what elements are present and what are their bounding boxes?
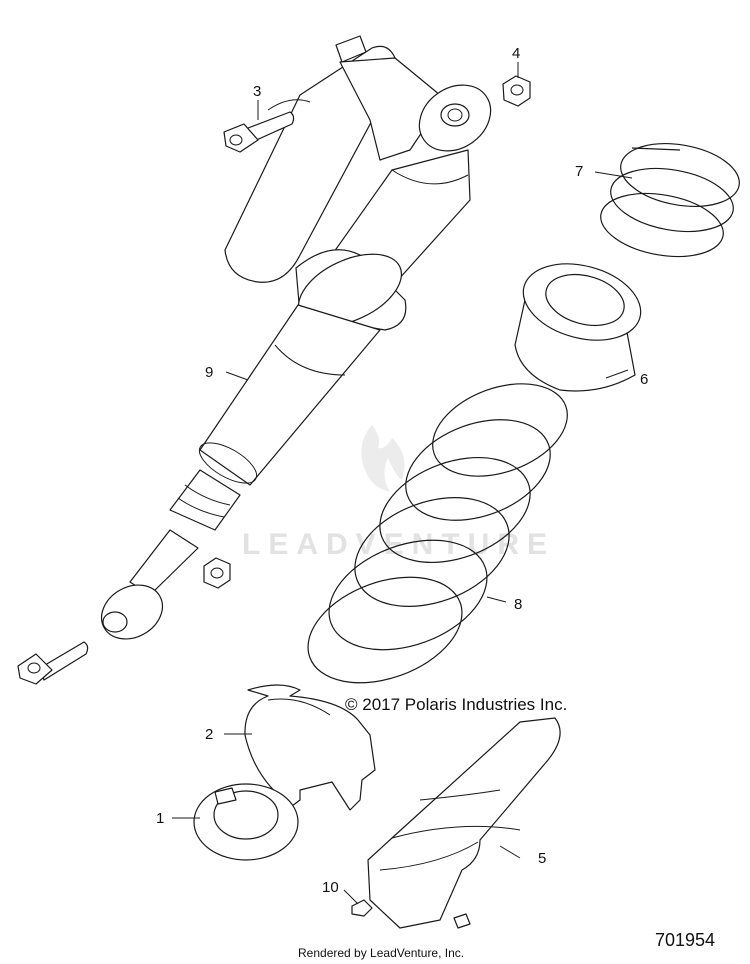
- bolt-top[interactable]: [223, 111, 295, 153]
- copyright-text: © 2017 Polaris Industries Inc.: [345, 695, 567, 714]
- tender-spring[interactable]: [596, 135, 745, 265]
- spring-perch[interactable]: [193, 783, 299, 861]
- callout-2: 2: [205, 726, 213, 743]
- nut-lower[interactable]: [203, 557, 231, 589]
- main-spring[interactable]: [293, 367, 580, 703]
- callout-9: 9: [205, 364, 213, 381]
- watermark-text: LEADVENTURE: [242, 528, 555, 561]
- callout-5: 5: [538, 850, 546, 867]
- shock-absorber[interactable]: [92, 35, 504, 650]
- callout-leaders: [172, 62, 633, 905]
- callout-8: 8: [514, 596, 522, 613]
- spring-seat-collar[interactable]: [514, 252, 650, 392]
- retainer-clip[interactable]: [244, 684, 376, 811]
- callout-4: 4: [512, 45, 520, 62]
- shock-guard[interactable]: [367, 717, 561, 929]
- callout-labels: 3 4 7 6 9 8 2 1 5 10: [156, 45, 648, 896]
- callout-1: 1: [156, 810, 164, 827]
- screw[interactable]: [351, 899, 471, 929]
- callout-10: 10: [322, 879, 339, 896]
- bolt-bottom[interactable]: [17, 641, 89, 685]
- callout-7: 7: [575, 163, 583, 180]
- figure-number: 701954: [655, 930, 715, 950]
- callout-6: 6: [640, 371, 648, 388]
- nut-top[interactable]: [502, 75, 531, 107]
- callout-3: 3: [253, 83, 261, 100]
- watermark: LEADVENTURE: [242, 425, 555, 561]
- footer-credit: Rendered by LeadVenture, Inc.: [298, 946, 464, 960]
